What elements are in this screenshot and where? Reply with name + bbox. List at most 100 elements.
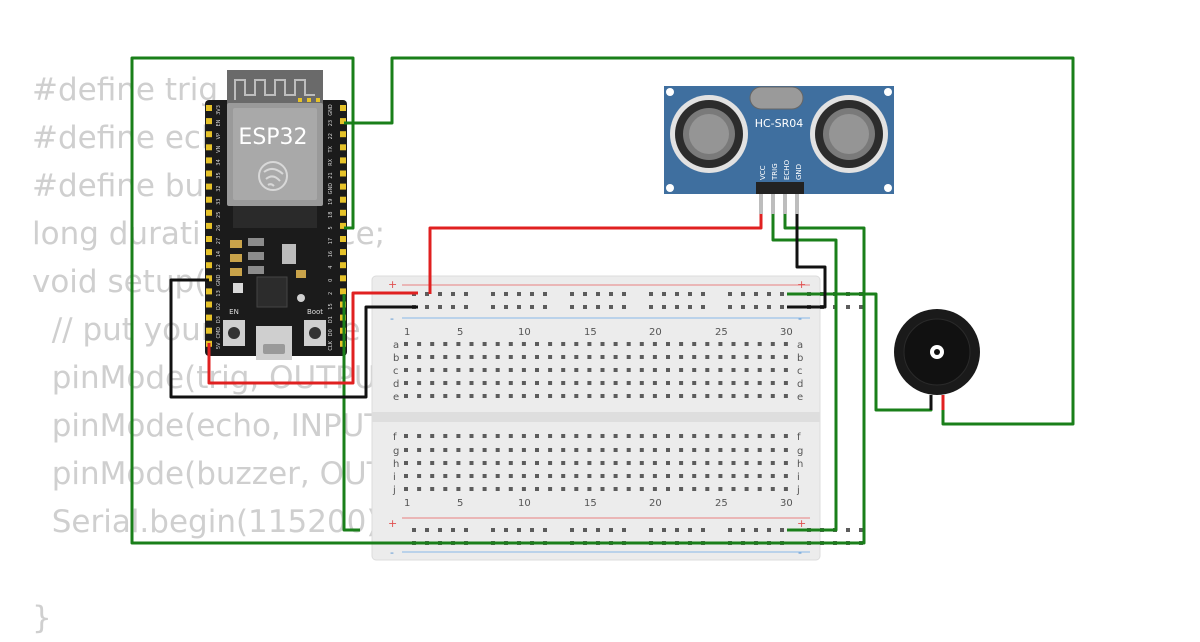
rail-hole[interactable]	[543, 528, 547, 532]
terminal-hole[interactable]	[404, 342, 408, 346]
terminal-hole[interactable]	[718, 394, 723, 398]
terminal-hole[interactable]	[469, 474, 474, 478]
rail-hole[interactable]	[741, 528, 745, 532]
esp32-pin[interactable]	[206, 262, 212, 269]
terminal-hole[interactable]	[456, 394, 461, 398]
terminal-hole[interactable]	[587, 394, 592, 398]
terminal-hole[interactable]	[679, 394, 684, 398]
sensor-pin-echo[interactable]	[783, 194, 787, 214]
terminal-hole[interactable]	[508, 474, 513, 478]
terminal-hole[interactable]	[626, 434, 631, 438]
esp32-pin[interactable]	[206, 275, 212, 282]
terminal-hole[interactable]	[587, 381, 592, 385]
sensor-pin-vcc[interactable]	[759, 194, 763, 214]
rail-hole[interactable]	[728, 305, 732, 309]
terminal-hole[interactable]	[639, 381, 644, 385]
esp32-pin[interactable]	[340, 131, 346, 138]
esp32-pin[interactable]	[340, 209, 346, 216]
terminal-hole[interactable]	[639, 368, 644, 372]
en-button-cap[interactable]	[228, 327, 240, 339]
terminal-hole[interactable]	[561, 474, 566, 478]
terminal-hole[interactable]	[482, 487, 487, 491]
rail-hole[interactable]	[780, 292, 784, 296]
terminal-hole[interactable]	[561, 381, 566, 385]
terminal-hole[interactable]	[404, 434, 408, 438]
terminal-hole[interactable]	[587, 474, 592, 478]
terminal-hole[interactable]	[600, 461, 605, 465]
sensor-pin-gnd[interactable]	[795, 194, 799, 214]
terminal-hole[interactable]	[705, 342, 710, 346]
terminal-hole[interactable]	[626, 461, 631, 465]
terminal-hole[interactable]	[456, 448, 461, 452]
rail-hole[interactable]	[701, 528, 705, 532]
terminal-hole[interactable]	[705, 355, 710, 359]
terminal-hole[interactable]	[561, 342, 566, 346]
terminal-hole[interactable]	[692, 461, 697, 465]
terminal-hole[interactable]	[430, 448, 435, 452]
terminal-hole[interactable]	[469, 355, 474, 359]
rail-hole[interactable]	[780, 305, 784, 309]
terminal-hole[interactable]	[639, 474, 644, 478]
esp32-board[interactable]: ESP32 EN Boot 3V3ENVPVN34353233252627141…	[205, 70, 347, 360]
terminal-hole[interactable]	[770, 355, 775, 359]
terminal-hole[interactable]	[548, 487, 553, 491]
terminal-hole[interactable]	[430, 381, 435, 385]
rail-hole[interactable]	[451, 292, 455, 296]
terminal-hole[interactable]	[548, 394, 553, 398]
rail-hole[interactable]	[688, 305, 692, 309]
terminal-hole[interactable]	[744, 487, 749, 491]
rail-hole[interactable]	[517, 305, 521, 309]
terminal-hole[interactable]	[495, 474, 500, 478]
rail-hole[interactable]	[438, 292, 442, 296]
terminal-hole[interactable]	[613, 474, 618, 478]
terminal-hole[interactable]	[482, 368, 487, 372]
hc-sr04-sensor[interactable]: HC-SR04 VCC TRIG ECHO GND	[664, 86, 894, 214]
terminal-hole[interactable]	[770, 461, 775, 465]
terminal-hole[interactable]	[404, 368, 408, 372]
terminal-hole[interactable]	[417, 434, 422, 438]
terminal-hole[interactable]	[652, 487, 657, 491]
esp32-pin[interactable]	[340, 288, 346, 295]
terminal-hole[interactable]	[574, 342, 579, 346]
esp32-pin[interactable]	[206, 222, 212, 229]
terminal-hole[interactable]	[652, 474, 657, 478]
rail-hole[interactable]	[649, 292, 653, 296]
terminal-hole[interactable]	[600, 368, 605, 372]
terminal-hole[interactable]	[692, 342, 697, 346]
terminal-hole[interactable]	[482, 381, 487, 385]
rail-hole[interactable]	[530, 292, 534, 296]
terminal-hole[interactable]	[718, 342, 723, 346]
terminal-hole[interactable]	[482, 355, 487, 359]
esp32-pin[interactable]	[206, 249, 212, 256]
esp32-pin[interactable]	[206, 131, 212, 138]
terminal-hole[interactable]	[770, 394, 775, 398]
terminal-hole[interactable]	[508, 342, 513, 346]
wire-green-trig[interactable]	[771, 214, 838, 532]
terminal-hole[interactable]	[404, 355, 408, 359]
terminal-hole[interactable]	[508, 434, 513, 438]
esp32-pin[interactable]	[206, 105, 212, 111]
terminal-hole[interactable]	[783, 394, 788, 398]
terminal-hole[interactable]	[783, 368, 788, 372]
rail-hole[interactable]	[675, 292, 679, 296]
terminal-hole[interactable]	[404, 487, 408, 491]
terminal-hole[interactable]	[548, 368, 553, 372]
terminal-hole[interactable]	[508, 487, 513, 491]
terminal-hole[interactable]	[626, 368, 631, 372]
terminal-hole[interactable]	[495, 368, 500, 372]
terminal-hole[interactable]	[783, 487, 788, 491]
terminal-hole[interactable]	[639, 461, 644, 465]
terminal-hole[interactable]	[508, 461, 513, 465]
terminal-hole[interactable]	[469, 342, 474, 346]
terminal-hole[interactable]	[600, 394, 605, 398]
terminal-hole[interactable]	[705, 434, 710, 438]
rail-hole[interactable]	[649, 528, 653, 532]
terminal-hole[interactable]	[574, 381, 579, 385]
terminal-hole[interactable]	[757, 474, 762, 478]
terminal-hole[interactable]	[718, 368, 723, 372]
esp32-pin[interactable]	[307, 98, 311, 102]
terminal-hole[interactable]	[430, 368, 435, 372]
terminal-hole[interactable]	[705, 487, 710, 491]
terminal-hole[interactable]	[666, 381, 670, 385]
terminal-hole[interactable]	[404, 394, 408, 398]
